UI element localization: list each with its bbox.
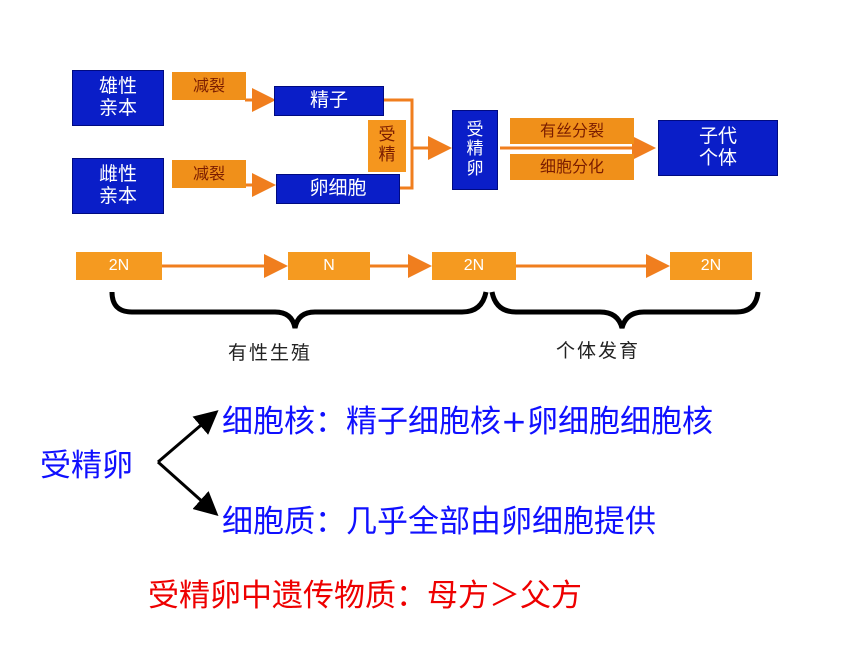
ploidy-stage-4: 2N bbox=[670, 252, 752, 280]
nucleus-note: 细胞核：精子细胞核+卵细胞细胞核 bbox=[222, 404, 713, 440]
sperm-box: 精子 bbox=[274, 86, 384, 116]
egg-box: 卵细胞 bbox=[276, 174, 400, 204]
arrow-to-cytoplasm bbox=[157, 460, 219, 516]
male-parent-box: 雄性 亲本 bbox=[72, 70, 164, 126]
brace-sexual-reproduction bbox=[109, 291, 489, 329]
differentiation-label: 细胞分化 bbox=[510, 154, 634, 180]
zygote-box: 受 精 卵 bbox=[452, 110, 498, 190]
conclusion-text: 受精卵中遗传物质：母方＞父方 bbox=[148, 578, 582, 614]
zygote-root-label: 受精卵 bbox=[40, 448, 133, 484]
brace-label-development: 个体发育 bbox=[556, 340, 641, 362]
cytoplasm-note: 细胞质：几乎全部由卵细胞提供 bbox=[222, 504, 656, 540]
brace-development bbox=[489, 291, 761, 329]
female-parent-box: 雌性 亲本 bbox=[72, 158, 164, 214]
arrow-merge-top bbox=[384, 98, 414, 148]
arrow-merge-bottom bbox=[400, 148, 414, 190]
ploidy-stage-2: N bbox=[288, 252, 370, 280]
ploidy-stage-1: 2N bbox=[76, 252, 162, 280]
ploidy-stage-3: 2N bbox=[432, 252, 516, 280]
mitosis-label: 有丝分裂 bbox=[510, 118, 634, 144]
meiosis-label-bottom: 减裂 bbox=[172, 160, 246, 188]
offspring-box: 子代 个体 bbox=[658, 120, 778, 176]
meiosis-label-top: 减裂 bbox=[172, 72, 246, 100]
arrow-to-nucleus bbox=[157, 410, 219, 464]
brace-label-sexual-reproduction: 有性生殖 bbox=[228, 342, 313, 364]
fertilization-label: 受 精 bbox=[368, 120, 406, 172]
